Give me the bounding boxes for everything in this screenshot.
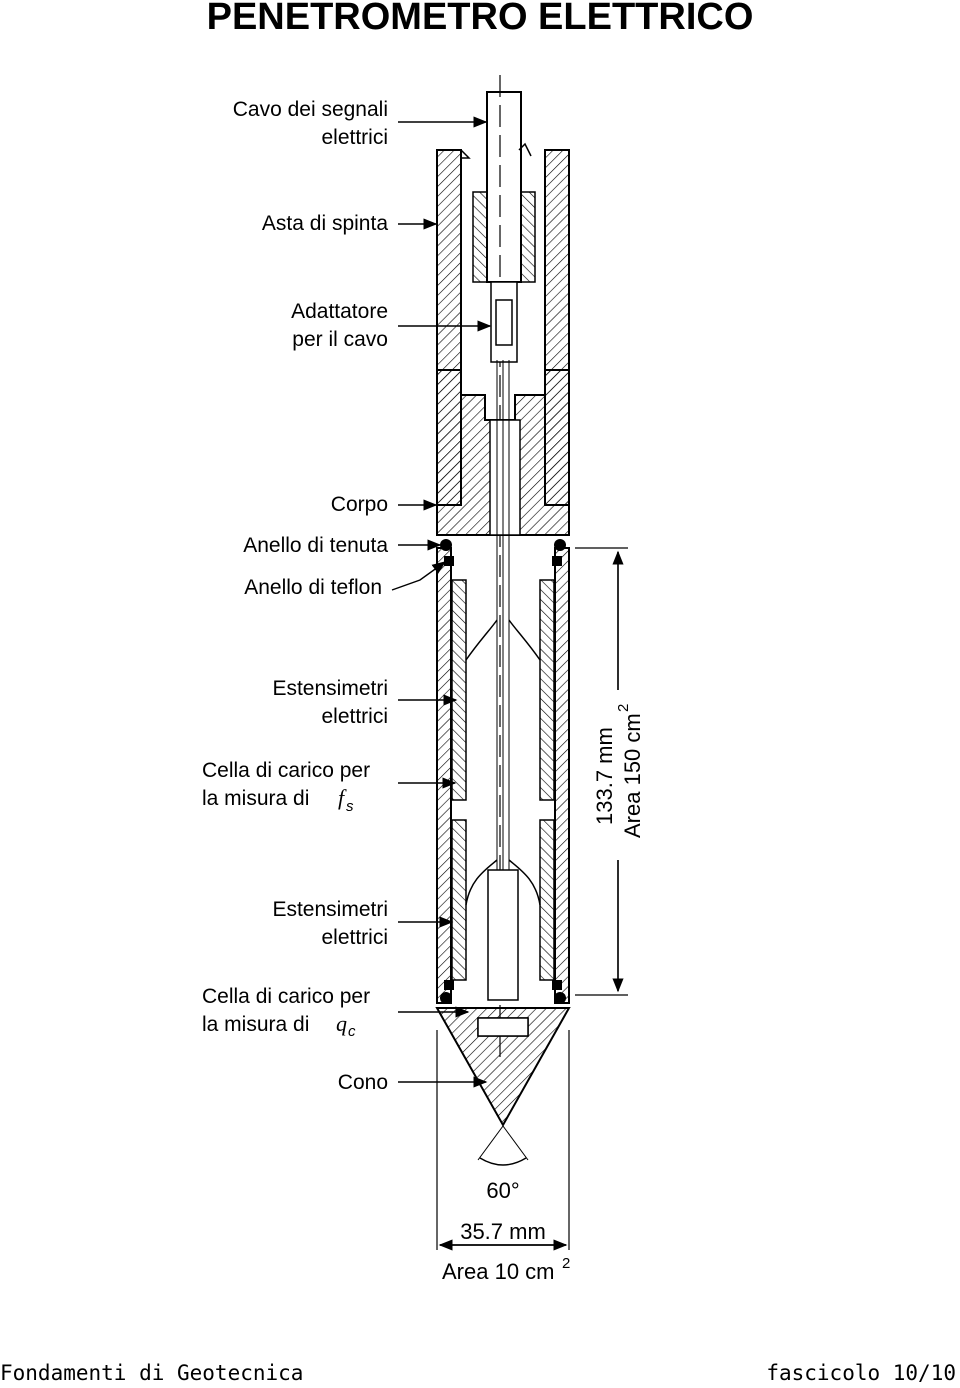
label-cono: Cono <box>338 1071 388 1094</box>
friction-sleeve <box>436 547 570 1004</box>
label-cella-qc-line2: la misura di <box>202 1013 309 1036</box>
label-corpo: Corpo <box>331 493 388 516</box>
label-asta: Asta di spinta <box>262 212 388 235</box>
labels: Cavo dei segnali elettrici Asta di spint… <box>202 98 388 1094</box>
footer-course: Fondamenti di Geotecnica <box>0 1361 304 1385</box>
diameter-dimension: 35.7 mm Area 10 cm 2 <box>436 1030 570 1284</box>
diameter-label: 35.7 mm <box>460 1219 546 1244</box>
footer-page: fascicolo 10/10 <box>766 1361 956 1385</box>
sleeve-area-superscript: 2 <box>615 704 632 712</box>
tip-area-label: Area 10 cm <box>442 1259 555 1284</box>
label-estensimetri1-line1: Estensimetri <box>272 677 388 700</box>
label-fs-subscript: s <box>346 798 354 815</box>
label-estensimetri2-line1: Estensimetri <box>272 898 388 921</box>
label-estensimetri1-line2: elettrici <box>321 705 388 728</box>
tip-area-superscript: 2 <box>562 1255 570 1272</box>
label-qc-subscript: c <box>348 1023 356 1040</box>
label-cavo-line1: Cavo dei segnali <box>233 98 388 121</box>
cable-adapter <box>472 191 536 363</box>
leader-lines <box>391 116 492 1088</box>
label-adattatore-line2: per il cavo <box>292 328 388 351</box>
label-cella-qc-line1: Cella di carico per <box>202 985 370 1008</box>
sleeve-length-label: 133.7 mm <box>592 727 617 825</box>
angle-dimension: 60° <box>477 1125 529 1203</box>
label-cella-fs-line2: la misura di <box>202 787 309 810</box>
sleeve-area-label: Area 150 cm <box>620 713 645 838</box>
label-adattatore-line1: Adattatore <box>291 300 388 323</box>
label-estensimetri2-line2: elettrici <box>321 926 388 949</box>
page-title: PENETROMETRO ELETTRICO <box>206 0 754 38</box>
angle-label: 60° <box>486 1178 519 1203</box>
label-qc-symbol: q <box>336 1011 347 1036</box>
body <box>436 360 570 880</box>
label-cavo-line2: elettrici <box>321 126 388 149</box>
cone <box>435 1007 571 1128</box>
label-anello-teflon: Anello di teflon <box>244 576 382 599</box>
label-fs-symbol: f <box>338 785 347 810</box>
signal-cable <box>486 75 522 1060</box>
label-anello-tenuta: Anello di tenuta <box>243 534 388 557</box>
sleeve-dimension: 133.7 mm Area 150 cm 2 <box>575 547 650 996</box>
label-cella-fs-line1: Cella di carico per <box>202 759 370 782</box>
